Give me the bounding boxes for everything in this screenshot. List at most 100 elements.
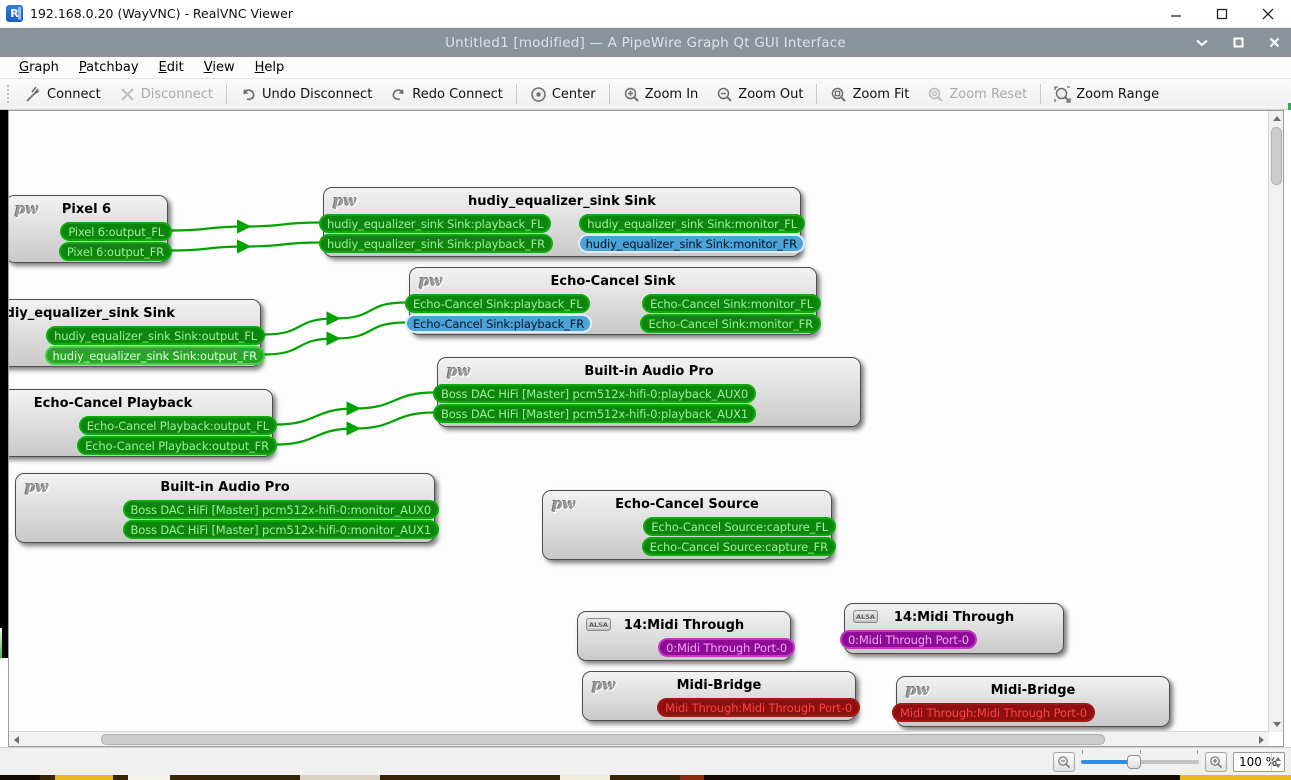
zoom-out-button[interactable]: Zoom Out (707, 82, 812, 107)
menu-graph[interactable]: Graph (19, 60, 59, 75)
toolbar-separator (816, 84, 818, 104)
toolbar-button-label: Zoom Range (1076, 86, 1160, 102)
scroll-down-button[interactable] (1269, 717, 1284, 732)
graph-port[interactable]: Echo-Cancel Sink:playback_FL (405, 294, 591, 313)
zoom-slider[interactable] (1081, 750, 1199, 772)
connection-wire[interactable] (263, 321, 407, 356)
graph-port[interactable]: hudiy_equalizer_sink Sink:playback_FL (319, 214, 552, 233)
graph-port[interactable]: 0:Midi Through Port-0 (840, 630, 977, 649)
graph-port[interactable]: Echo-Cancel Sink:monitor_FR (640, 314, 821, 333)
zoom-slider-handle[interactable] (1127, 755, 1142, 769)
graph-port[interactable]: Boss DAC HiFi [Master] pcm512x-hifi-0:pl… (433, 384, 756, 403)
undo-icon (243, 88, 255, 100)
minimize-button[interactable] (1153, 0, 1199, 27)
graph-port[interactable]: hudiy_equalizer_sink Sink:monitor_FR (577, 234, 805, 253)
zoom-fit-button[interactable]: Zoom Fit (821, 82, 918, 107)
node-title: hudiy_equalizer_sink Sink (9, 305, 175, 321)
maximize-button[interactable] (1199, 0, 1245, 27)
menu-patchbay[interactable]: Patchbay (78, 60, 139, 75)
titlebar-restore-button[interactable] (1227, 32, 1249, 54)
connection-wire[interactable] (275, 411, 435, 446)
zoom-in-button[interactable]: Zoom In (614, 82, 708, 107)
connection-wire[interactable] (263, 301, 407, 336)
zoom-percent-spinbox[interactable]: 100 % (1233, 752, 1285, 772)
graph-port[interactable]: Echo-Cancel Source:capture_FR (641, 537, 836, 556)
zoom-range-button[interactable]: Zoom Range (1045, 82, 1168, 107)
graph-port[interactable]: hudiy_equalizer_sink Sink:playback_FR (319, 234, 553, 253)
spinbox-arrows[interactable] (1271, 753, 1283, 771)
undo-button[interactable]: Undo Disconnect (231, 82, 381, 107)
graph-port[interactable]: Boss DAC HiFi [Master] pcm512x-hifi-0:mo… (122, 500, 439, 519)
graph-port[interactable]: hudiy_equalizer_sink Sink:output_FR (44, 346, 265, 365)
vertical-scrollbar[interactable] (1268, 111, 1283, 732)
scroll-right-button[interactable] (1254, 732, 1269, 747)
graph-port[interactable]: Midi Through:Midi Through Port-0 (892, 703, 1095, 722)
graph-port[interactable]: Boss DAC HiFi [Master] pcm512x-hifi-0:pl… (433, 404, 756, 423)
redo-button[interactable]: Redo Connect (381, 82, 512, 107)
node-title: Built-in Audio Pro (160, 479, 290, 495)
graph-port[interactable]: Boss DAC HiFi [Master] pcm512x-hifi-0:mo… (122, 520, 439, 539)
horizontal-scrollbar[interactable] (9, 731, 1269, 746)
menu-edit[interactable]: Edit (158, 60, 184, 75)
graph-port[interactable]: Pixel 6:output_FL (60, 222, 172, 241)
graph-port[interactable]: Midi Through:Midi Through Port-0 (657, 698, 860, 717)
scroll-up-button[interactable] (1269, 111, 1284, 126)
connect-button[interactable]: Connect (16, 82, 110, 107)
zoom-in-button[interactable] (1205, 752, 1227, 772)
connection-wire[interactable] (170, 219, 321, 234)
titlebar-close-button[interactable] (1263, 32, 1285, 54)
menu-view[interactable]: View (203, 60, 235, 75)
graph-port[interactable]: Echo-Cancel Playback:output_FR (77, 436, 277, 455)
horizontal-scroll-thumb[interactable] (101, 734, 1105, 745)
restore-icon (1233, 37, 1243, 48)
toolbar-button-label: Disconnect (140, 86, 213, 102)
toolbar-drag-handle[interactable] (6, 84, 11, 104)
graph-port[interactable]: Echo-Cancel Source:capture_FL (643, 517, 836, 536)
zoom-out-button[interactable] (1053, 752, 1075, 772)
graph-port[interactable]: Echo-Cancel Sink:playback_FR (405, 314, 593, 333)
graph-port[interactable]: 0:Midi Through Port-0 (658, 638, 795, 657)
scroll-left-button[interactable] (9, 732, 24, 747)
close-button[interactable] (1245, 0, 1291, 27)
node-title: 14:Midi Through (623, 617, 745, 633)
os-window-title: 192.168.0.20 (WayVNC) - RealVNC Viewer (30, 6, 293, 21)
center-button[interactable]: Center (521, 82, 605, 107)
connection-wire[interactable] (275, 391, 435, 426)
menu-help[interactable]: Help (254, 60, 285, 75)
graph-port[interactable]: hudiy_equalizer_sink Sink:monitor_FL (579, 214, 805, 233)
vertical-scroll-thumb[interactable] (1271, 127, 1282, 185)
graph-port[interactable]: Pixel 6:output_FR (58, 242, 172, 261)
zoom-out-icon (1058, 756, 1071, 769)
connection-wire[interactable] (170, 239, 321, 254)
graph-port[interactable]: Echo-Cancel Sink:monitor_FL (642, 294, 821, 313)
graph-port[interactable]: hudiy_equalizer_sink Sink:output_FL (46, 326, 265, 345)
titlebar-menu-button[interactable] (1191, 32, 1213, 54)
node-title: Midi-Bridge (990, 682, 1076, 698)
graph-port[interactable]: Echo-Cancel Playback:output_FL (78, 416, 277, 435)
